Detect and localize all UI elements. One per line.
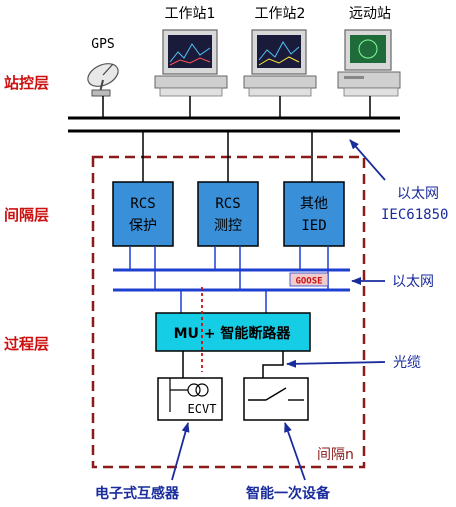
callout-ethernet-iec-line1: 以太网	[397, 186, 439, 202]
gps-label: GPS	[91, 37, 114, 52]
mu-smart-breaker-box	[155, 312, 311, 352]
bay-device-box-protection	[112, 181, 174, 247]
goose-tag-box	[289, 272, 329, 287]
mu-uplinks	[180, 290, 267, 313]
fiber-links	[182, 351, 284, 378]
callout-ethernet: 以太网	[392, 274, 434, 290]
smart-device-box	[243, 377, 309, 421]
bay-uplinks	[142, 131, 313, 182]
workstation-1-label: 工作站1	[165, 6, 216, 22]
bay-n-label: 间隔n	[317, 447, 354, 463]
layer-label-bay: 间隔层	[4, 206, 49, 224]
callout-fiber: 光缆	[393, 355, 421, 371]
callout-arrow-fiber	[286, 359, 386, 368]
bay-device-measure-control-line2: 测控	[214, 218, 242, 234]
goose-tag-label: GOOSE	[295, 277, 322, 287]
remote-station-computer-icon	[337, 29, 401, 97]
workstation-1-computer-icon	[154, 29, 228, 97]
bay-device-other-ied-line2: IED	[301, 218, 326, 234]
layer-label-process: 过程层	[4, 335, 49, 353]
bay-device-box-measure-control	[197, 181, 259, 247]
callout-arrow-ethernet-iec	[349, 139, 386, 181]
bay-device-measure-control-line1: RCS	[215, 196, 240, 212]
mu-smart-breaker-label: MU + 智能断路器	[174, 325, 292, 342]
workstation-2-computer-icon	[243, 29, 317, 97]
callout-sensor: 电子式互感器	[95, 485, 180, 502]
callout-ethernet-iec-line2: IEC61850	[381, 207, 448, 223]
bay-device-protection-line2: 保护	[129, 218, 157, 234]
ecvt-label: ECVT	[188, 402, 217, 416]
satellite-dish-icon	[87, 63, 119, 97]
callout-smart-device: 智能一次设备	[245, 485, 331, 502]
bay-device-protection-line1: RCS	[130, 196, 155, 212]
layer-label-station: 站控层	[4, 74, 49, 92]
station-drop-lines	[102, 96, 371, 118]
callout-arrow-smart-device	[284, 422, 306, 481]
remote-station-label: 远动站	[349, 6, 391, 22]
bay-device-box-other-ied	[283, 181, 345, 247]
switch-icon	[248, 387, 304, 401]
workstation-2-label: 工作站2	[255, 6, 306, 22]
callout-arrow-sensor	[171, 422, 190, 481]
ecvt-box	[157, 377, 223, 421]
bay-device-other-ied-line1: 其他	[300, 196, 328, 212]
transformer-icon	[169, 378, 209, 412]
